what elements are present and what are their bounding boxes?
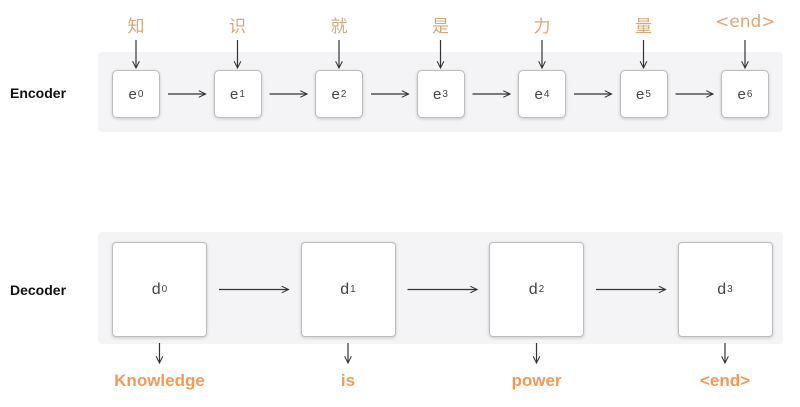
decoder-band [98,232,783,344]
decoder-output-token: power [511,371,562,390]
decoder-node-symbol: d [717,280,727,298]
encoder-input-token: 力 [533,17,551,37]
encoder-node-symbol: e [230,85,239,103]
decoder-node-subscript: 3 [727,284,733,295]
decoder-output-token: Knowledge [114,371,205,390]
decoder-node-symbol: d [528,280,538,298]
encoder-input-token: 知 [127,17,145,37]
encoder-node-symbol: e [737,85,746,103]
decoder-node-symbol: d [151,280,161,298]
decoder-node-subscript: 1 [350,284,356,295]
decoder-node-subscript: 2 [538,284,545,295]
encoder-input-token: 是 [432,17,449,37]
encoder-node-subscript: 6 [746,88,753,100]
encoder-node-subscript: 1 [239,88,245,100]
decoder-node-subscript: 0 [161,284,168,295]
encoder-node-subscript: 3 [442,88,448,100]
encoder-input-token: 就 [330,17,348,37]
encoder-node-subscript: 2 [340,88,347,100]
encoder-node-subscript: 5 [645,88,651,100]
encoder-input-token: 量 [635,17,652,37]
decoder-label: Decoder [10,282,67,298]
encoder-node-symbol: e [128,85,137,103]
encoder-input-token: <end> [715,12,776,32]
encoder-input-token: 识 [229,17,246,37]
encoder-node-symbol: e [331,85,340,103]
decoder-output-token: <end> [699,371,751,390]
encoder-node-subscript: 4 [543,88,550,100]
encoder-node-symbol: e [433,85,442,103]
encoder-label: Encoder [10,85,67,101]
decoder-node-symbol: d [340,280,350,298]
encoder-node-symbol: e [534,85,543,103]
encoder-node-symbol: e [636,85,645,103]
encoder-node-subscript: 0 [137,88,144,100]
decoder-output-token: is [340,371,356,390]
